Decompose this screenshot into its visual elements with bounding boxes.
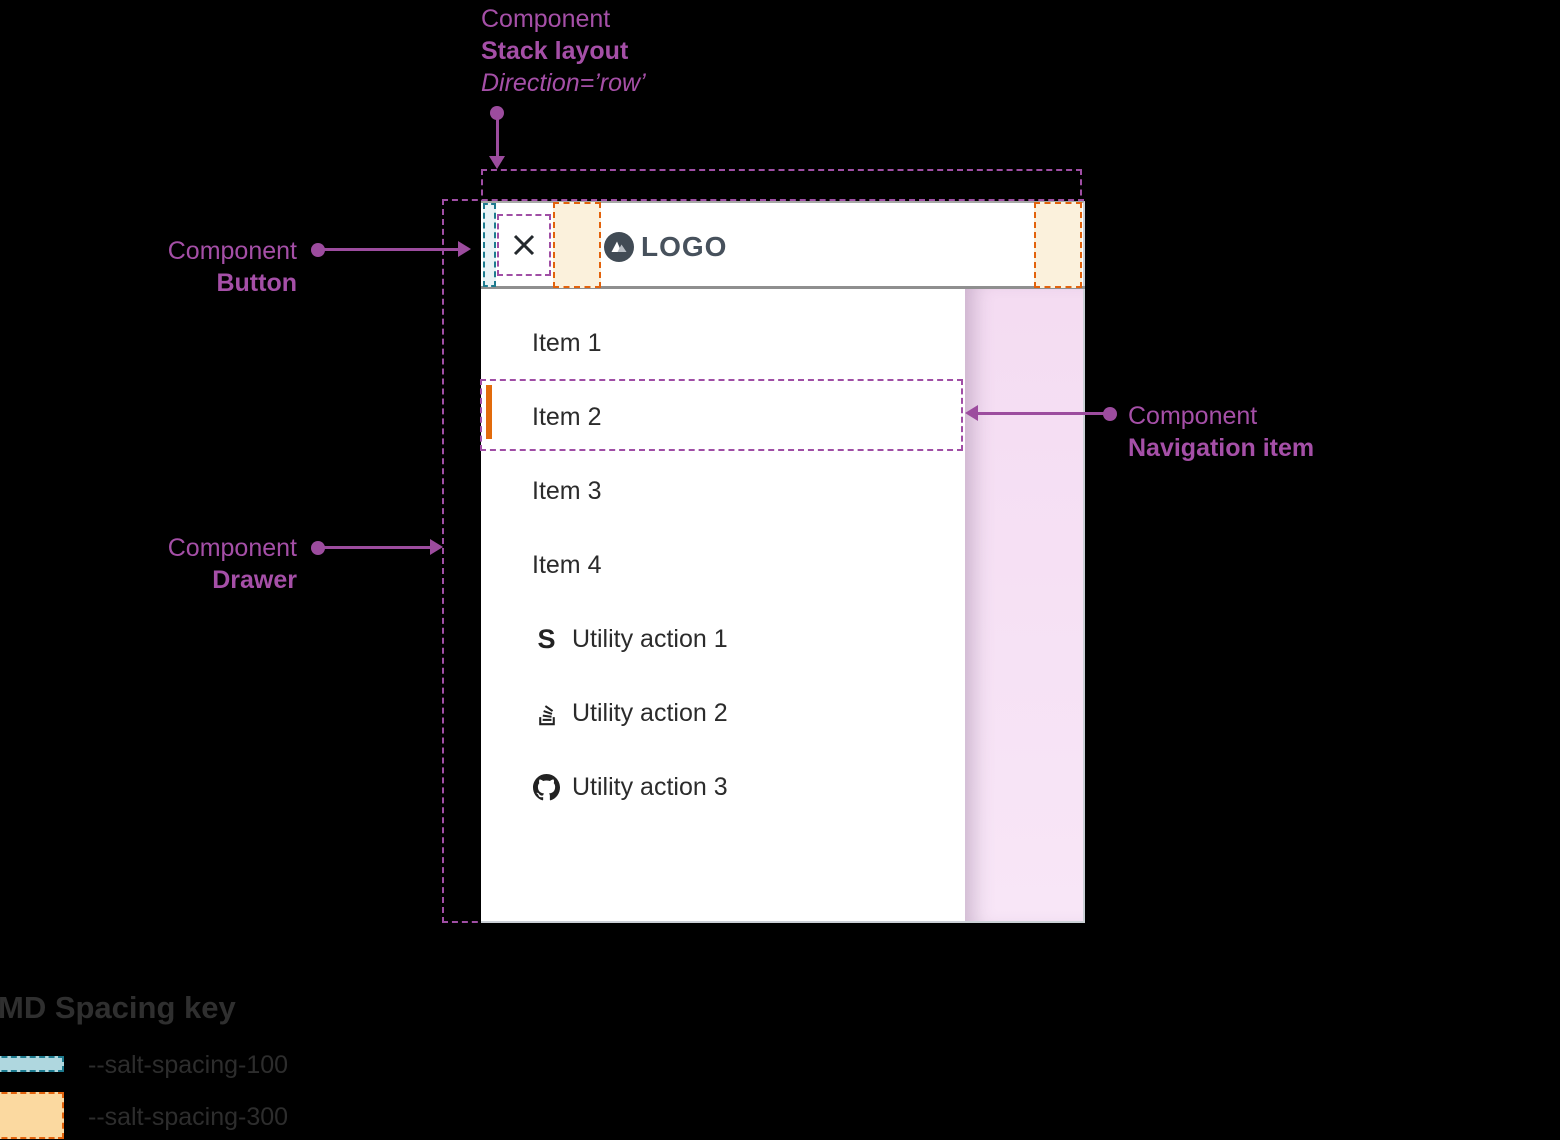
salt-spacing-300-strip-left	[553, 202, 601, 288]
selected-indicator	[486, 385, 492, 439]
annotation-name: Button	[216, 269, 297, 297]
drawer-arrow-head	[430, 539, 443, 555]
utility-action-1[interactable]: S Utility action 1	[481, 614, 965, 664]
stack-layout-annotation: Component Stack layout Direction=’row’	[481, 3, 646, 99]
drawer-arrow-dot	[311, 541, 325, 555]
s-logo-icon: S	[537, 623, 556, 654]
annotation-eyebrow: Component	[481, 5, 611, 33]
utility-action-label: Utility action 1	[572, 624, 728, 653]
nav-item-label: Item 3	[532, 476, 602, 505]
button-annotation: Component Button	[97, 235, 297, 299]
annotation-eyebrow: Component	[167, 237, 297, 265]
nav-arrow-head	[965, 405, 978, 421]
salt-spacing-100-strip	[483, 203, 496, 287]
header-divider	[481, 286, 1085, 289]
button-arrow-dot	[311, 243, 325, 257]
stack-overflow-icon	[533, 700, 560, 727]
nav-item-label: Item 4	[532, 550, 602, 579]
utility-action-label: Utility action 3	[572, 772, 728, 801]
button-arrow-line	[322, 248, 460, 251]
nav-item-3[interactable]: Item 3	[481, 466, 965, 516]
nav-item-2[interactable]: Item 2	[481, 392, 965, 442]
legend-title: MD Spacing key	[0, 990, 236, 1025]
stack-arrow-line	[496, 118, 499, 162]
drawer-arrow-line	[322, 546, 432, 549]
nav-item-label: Item 2	[532, 402, 602, 431]
button-arrow-head	[458, 241, 471, 257]
mountain-logo-icon	[604, 232, 634, 262]
close-button[interactable]	[503, 224, 545, 266]
spacing-300-swatch	[0, 1092, 64, 1139]
navigation-item-outline	[480, 379, 963, 451]
salt-spacing-300-strip-right	[1034, 202, 1082, 288]
annotation-eyebrow: Component	[1128, 402, 1258, 430]
github-icon	[533, 773, 560, 801]
annotation-detail: Direction=’row’	[481, 69, 646, 97]
annotation-name: Stack layout	[481, 37, 629, 65]
nav-item-label: Item 1	[532, 328, 602, 357]
logo: LOGO	[604, 231, 728, 262]
close-icon	[513, 234, 535, 256]
annotation-eyebrow: Component	[167, 534, 297, 562]
nav-arrow-line	[978, 412, 1106, 415]
nav-item-4[interactable]: Item 4	[481, 540, 965, 590]
navigation-item-annotation: Component Navigation item	[1128, 400, 1314, 464]
annotation-name: Drawer	[212, 566, 297, 594]
utility-action-3[interactable]: Utility action 3	[481, 762, 965, 812]
drawer-annotation: Component Drawer	[97, 532, 297, 596]
utility-action-label: Utility action 2	[572, 698, 728, 727]
legend-label-100: --salt-spacing-100	[88, 1051, 289, 1079]
legend-label-300: --salt-spacing-300	[88, 1103, 289, 1131]
button-outline	[497, 214, 551, 276]
stack-arrow-head	[489, 156, 505, 169]
spacing-100-swatch	[0, 1056, 64, 1072]
logo-text: LOGO	[641, 231, 728, 262]
annotation-name: Navigation item	[1128, 434, 1315, 462]
content-backdrop	[965, 289, 1083, 921]
nav-arrow-dot	[1103, 407, 1117, 421]
utility-action-2[interactable]: Utility action 2	[481, 688, 965, 738]
stack-arrow-dot	[490, 106, 504, 120]
nav-item-1[interactable]: Item 1	[481, 318, 965, 368]
